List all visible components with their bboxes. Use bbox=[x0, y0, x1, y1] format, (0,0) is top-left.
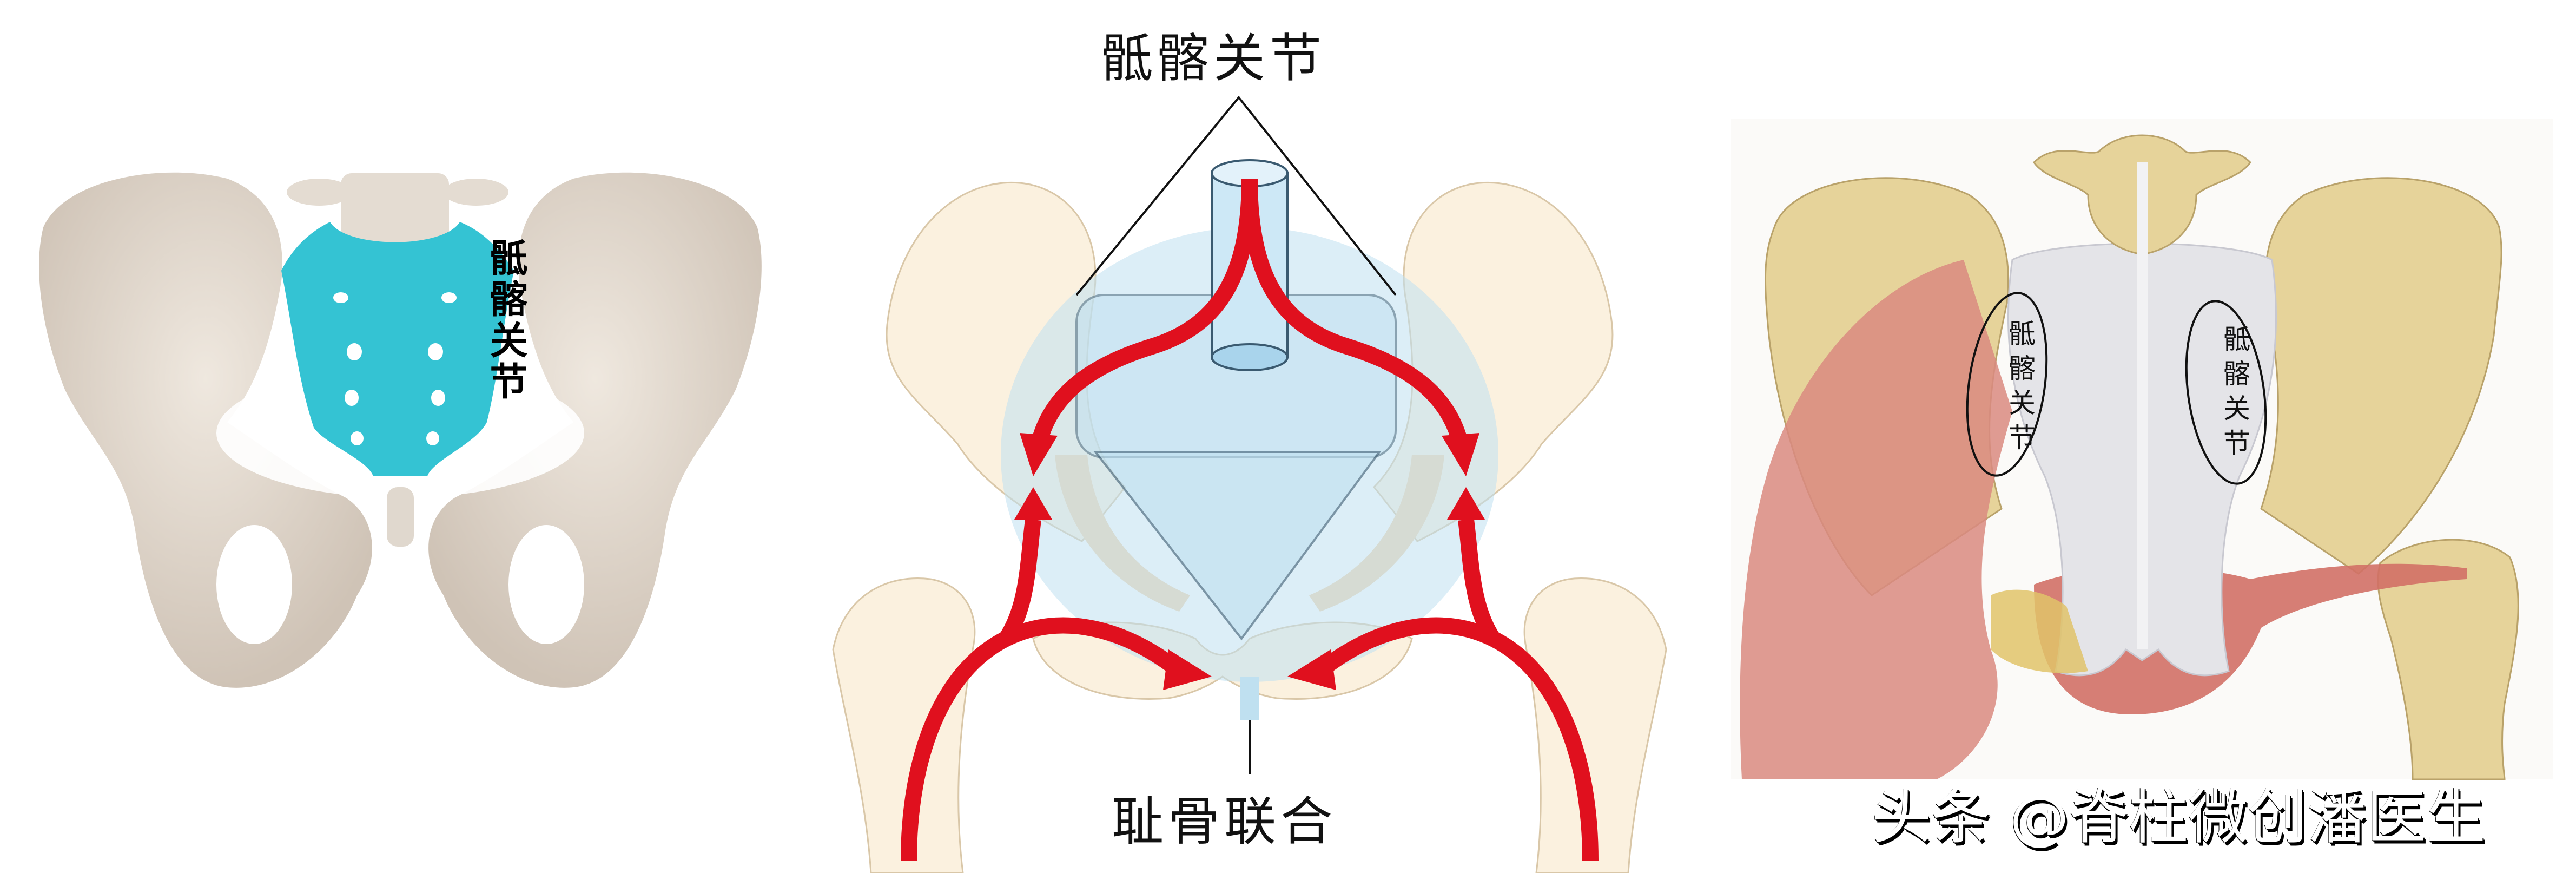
sacrum-highlight bbox=[281, 222, 514, 476]
posterior-pelvis-illustration bbox=[1731, 119, 2553, 780]
panel-load-transfer-diagram: 骶髂关节 耻骨联合 bbox=[801, 0, 1699, 873]
panel-anterior-pelvis: 骶髂关节 bbox=[0, 0, 801, 873]
panel-posterior-pelvis: 骶髂关节 骶髂关节 头条 @脊柱微创潘医生 bbox=[1709, 0, 2576, 873]
sacroiliac-joint-label: 骶髂关节 bbox=[1101, 28, 1326, 89]
load-transfer-illustration bbox=[832, 95, 1667, 873]
watermark: 头条 @脊柱微创潘医生 bbox=[1872, 783, 2486, 852]
pubic-symphysis-label: 耻骨联合 bbox=[1112, 791, 1337, 852]
sacroiliac-joint-label-left: 骶髂关节 bbox=[2004, 319, 2036, 458]
sacroiliac-joint-label: 骶髂关节 bbox=[484, 238, 528, 403]
pelvis-illustration bbox=[39, 172, 762, 688]
sacroiliac-joint-label-right: 骶髂关节 bbox=[2219, 325, 2250, 463]
